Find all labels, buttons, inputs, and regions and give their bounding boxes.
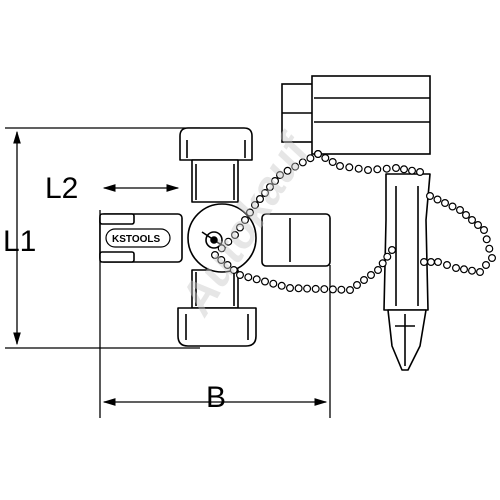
chain-bead bbox=[480, 226, 489, 235]
chain-bead bbox=[360, 276, 369, 285]
chain-bead bbox=[468, 266, 477, 275]
b-label: B bbox=[206, 381, 226, 414]
chain-bead bbox=[266, 183, 275, 192]
chain-bead bbox=[298, 158, 307, 167]
logo-text: KSTOOLS bbox=[112, 234, 160, 245]
bit-holder bbox=[281, 75, 431, 155]
chain-bead bbox=[367, 271, 376, 280]
chain-bead bbox=[383, 252, 392, 261]
chain-bead bbox=[328, 285, 337, 294]
chain-bead bbox=[485, 244, 494, 253]
chain-bead bbox=[314, 150, 323, 159]
chain-bead bbox=[354, 164, 363, 173]
chain-bead bbox=[241, 216, 250, 225]
chain-bead bbox=[261, 189, 270, 198]
chain-bead bbox=[251, 201, 260, 210]
chain-bead bbox=[482, 261, 491, 270]
chain-bead bbox=[246, 208, 255, 217]
bead-chain bbox=[211, 150, 497, 295]
chain-bead bbox=[294, 284, 303, 293]
top-socket bbox=[179, 127, 253, 161]
chain-bead bbox=[211, 251, 220, 260]
chain-bead bbox=[443, 261, 452, 270]
chain-bead bbox=[482, 235, 491, 244]
chain-bead bbox=[353, 281, 362, 290]
chain-bead bbox=[244, 273, 253, 282]
chain-bead bbox=[373, 165, 382, 174]
chain-bead bbox=[346, 286, 355, 295]
chain-bead bbox=[261, 277, 270, 286]
chain-bead bbox=[277, 281, 286, 290]
l2-label: L2 bbox=[45, 172, 78, 205]
chain-bead bbox=[345, 163, 354, 172]
chain-bead bbox=[236, 271, 245, 280]
chain-bead bbox=[224, 237, 233, 246]
chain-bead bbox=[256, 195, 265, 204]
chain-bead bbox=[392, 164, 401, 173]
chain-bead bbox=[217, 256, 226, 265]
chain-bead bbox=[229, 266, 238, 275]
chain-bead bbox=[311, 284, 320, 293]
chain-bead bbox=[434, 258, 443, 267]
chain-bead bbox=[474, 221, 483, 230]
chain-bead bbox=[441, 199, 450, 208]
chain-bead bbox=[476, 268, 485, 277]
chain-bead bbox=[462, 211, 471, 220]
chain-bead bbox=[382, 164, 391, 173]
chain-bead bbox=[320, 285, 329, 294]
chain-bead bbox=[283, 166, 292, 175]
chain-bead bbox=[364, 166, 373, 175]
chain-bead bbox=[328, 158, 337, 167]
chain-bead bbox=[286, 284, 295, 293]
chain-bead bbox=[448, 202, 457, 211]
chain-bead bbox=[252, 275, 261, 284]
chain-bead bbox=[420, 258, 429, 267]
dimension-l1 bbox=[5, 127, 200, 349]
chain-bead bbox=[336, 162, 345, 171]
chain-bead bbox=[452, 264, 461, 273]
cabinet-key-body bbox=[99, 127, 331, 347]
chain-bead bbox=[400, 165, 409, 174]
bottom-socket bbox=[177, 307, 257, 347]
chain-bead bbox=[433, 195, 442, 204]
chain-bead bbox=[378, 259, 387, 268]
chain-bead bbox=[303, 284, 312, 293]
chain-bead bbox=[269, 279, 278, 288]
chain-bead bbox=[388, 246, 397, 255]
right-arm bbox=[261, 213, 331, 267]
chain-bead bbox=[468, 216, 477, 225]
screwdriver-bit bbox=[383, 173, 431, 371]
chain-bead bbox=[456, 206, 465, 215]
chain-bead bbox=[271, 177, 280, 186]
chain-bead bbox=[427, 258, 436, 267]
chain-bead bbox=[223, 261, 232, 270]
chain-bead bbox=[408, 166, 417, 175]
chain-bead bbox=[236, 223, 245, 232]
chain-bead bbox=[291, 162, 300, 171]
chain-bead bbox=[306, 154, 315, 163]
ks-tools-logo: KSTOOLS bbox=[105, 228, 171, 248]
chain-bead bbox=[488, 254, 497, 263]
chain-bead bbox=[276, 171, 285, 180]
l1-label: L1 bbox=[3, 225, 36, 258]
chain-bead bbox=[337, 285, 346, 294]
chain-bead bbox=[426, 192, 435, 201]
chain-bead bbox=[217, 244, 226, 253]
chain-bead bbox=[321, 154, 330, 163]
chain-bead bbox=[416, 168, 425, 177]
chain-bead bbox=[231, 231, 240, 240]
chain-bead bbox=[374, 266, 383, 275]
chain-bead bbox=[460, 265, 469, 274]
